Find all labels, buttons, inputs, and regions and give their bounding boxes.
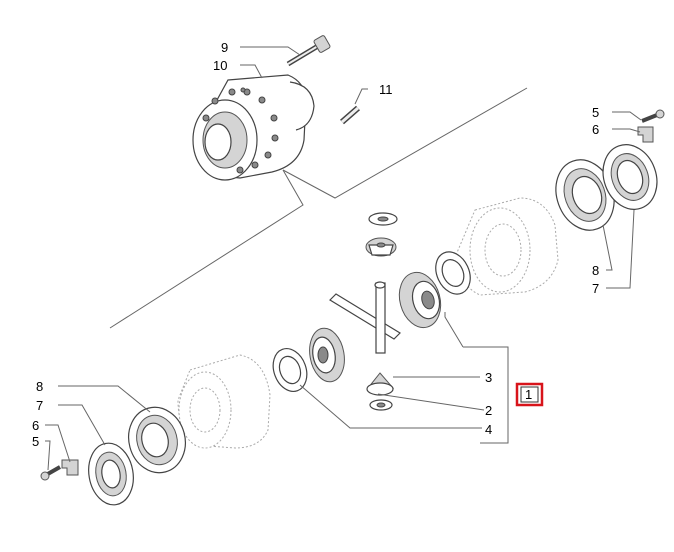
callout-7-right: 7	[592, 281, 599, 296]
callout-5-left: 5	[32, 434, 39, 449]
thrust-washer-4-right	[435, 251, 471, 295]
callout-6-left: 6	[32, 418, 39, 433]
pin-11	[340, 105, 360, 125]
thrust-washer-2	[369, 399, 393, 411]
case-half-right	[455, 197, 559, 296]
callout-9: 9	[221, 40, 228, 55]
ring-nut-right	[602, 144, 658, 210]
callout-8-right: 8	[592, 263, 599, 278]
callout-1: 1	[525, 387, 532, 402]
thrust-washer-top	[368, 212, 398, 226]
pinion-gear-top	[365, 237, 397, 257]
callout-5-right: 5	[592, 105, 599, 120]
leader-lines	[45, 46, 642, 471]
callout-4: 4	[485, 422, 492, 437]
bolt-9	[286, 35, 331, 67]
side-gear-left	[309, 327, 345, 383]
highlighted-callout-1[interactable]: 1	[515, 382, 544, 407]
case-half-left	[177, 354, 271, 449]
bolt-5-right	[641, 109, 665, 123]
callout-6-right: 6	[592, 122, 599, 137]
callout-3: 3	[485, 370, 492, 385]
bearing-left	[128, 406, 186, 474]
perspective-lines	[109, 87, 528, 329]
callout-7-left: 7	[36, 398, 43, 413]
assembled-differential-housing	[192, 74, 315, 181]
bearing-right	[555, 159, 615, 231]
bolt-5-left	[40, 465, 61, 481]
pinion-gear-bottom	[366, 372, 395, 396]
side-gear-3	[398, 271, 442, 329]
thrust-washer-4-left	[272, 348, 308, 392]
cross-shaft	[329, 281, 401, 354]
callout-8-left: 8	[36, 379, 43, 394]
ring-nut-left	[88, 442, 134, 506]
callout-labels: 9 10 11 5 6 8 7 3 2 4 8 7 6 5	[32, 40, 599, 449]
lock-plate-6-left	[61, 459, 79, 476]
callout-2: 2	[485, 403, 492, 418]
callout-11: 11	[379, 82, 393, 97]
callout-10: 10	[213, 58, 227, 73]
lock-plate-6-right	[637, 126, 654, 143]
